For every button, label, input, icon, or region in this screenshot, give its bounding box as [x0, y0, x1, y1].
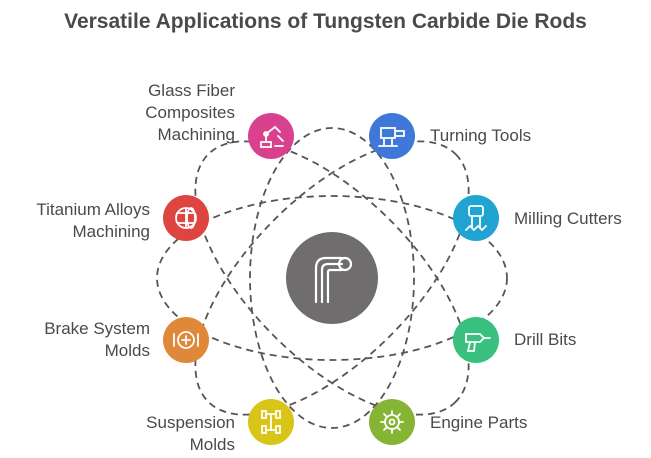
node-suspension [248, 399, 294, 445]
node-glass-fiber [248, 113, 294, 159]
node-turning-tools [369, 113, 415, 159]
node-engine [369, 399, 415, 445]
page-title: Versatile Applications of Tungsten Carbi… [64, 10, 587, 33]
node-milling [453, 195, 499, 241]
orbit-ellipse-4 [249, 127, 415, 429]
node-titanium [163, 195, 209, 241]
orbit-ellipse-1 [156, 195, 508, 361]
robot-arm-icon [260, 125, 284, 148]
brake-icon [173, 331, 199, 349]
drill-icon [465, 333, 491, 352]
lathe-icon [378, 127, 405, 147]
center-hub [286, 232, 378, 324]
suspension-icon [261, 410, 281, 434]
label-milling: Milling Cutters [514, 209, 622, 228]
node-brake [163, 317, 209, 363]
orbit-lines [156, 127, 508, 429]
die-rod-icon [314, 256, 353, 304]
label-glass-fiber: Glass Fiber Composites Machining [145, 81, 235, 144]
label-brake: Brake System Molds [44, 319, 150, 360]
label-turning-tools: Turning Tools [430, 126, 532, 145]
engine-gear-icon [380, 410, 404, 434]
orbit-ellipse-2 [194, 140, 470, 416]
alloy-cylinder-icon [175, 207, 197, 229]
orbit-ellipse-3 [194, 140, 470, 416]
label-drill: Drill Bits [514, 330, 577, 349]
label-titanium: Titanium Alloys Machining [36, 200, 150, 241]
label-suspension: Suspension Molds [146, 413, 235, 454]
node-drill [453, 317, 499, 363]
label-engine: Engine Parts [430, 413, 528, 432]
milling-cutter-icon [465, 205, 487, 232]
